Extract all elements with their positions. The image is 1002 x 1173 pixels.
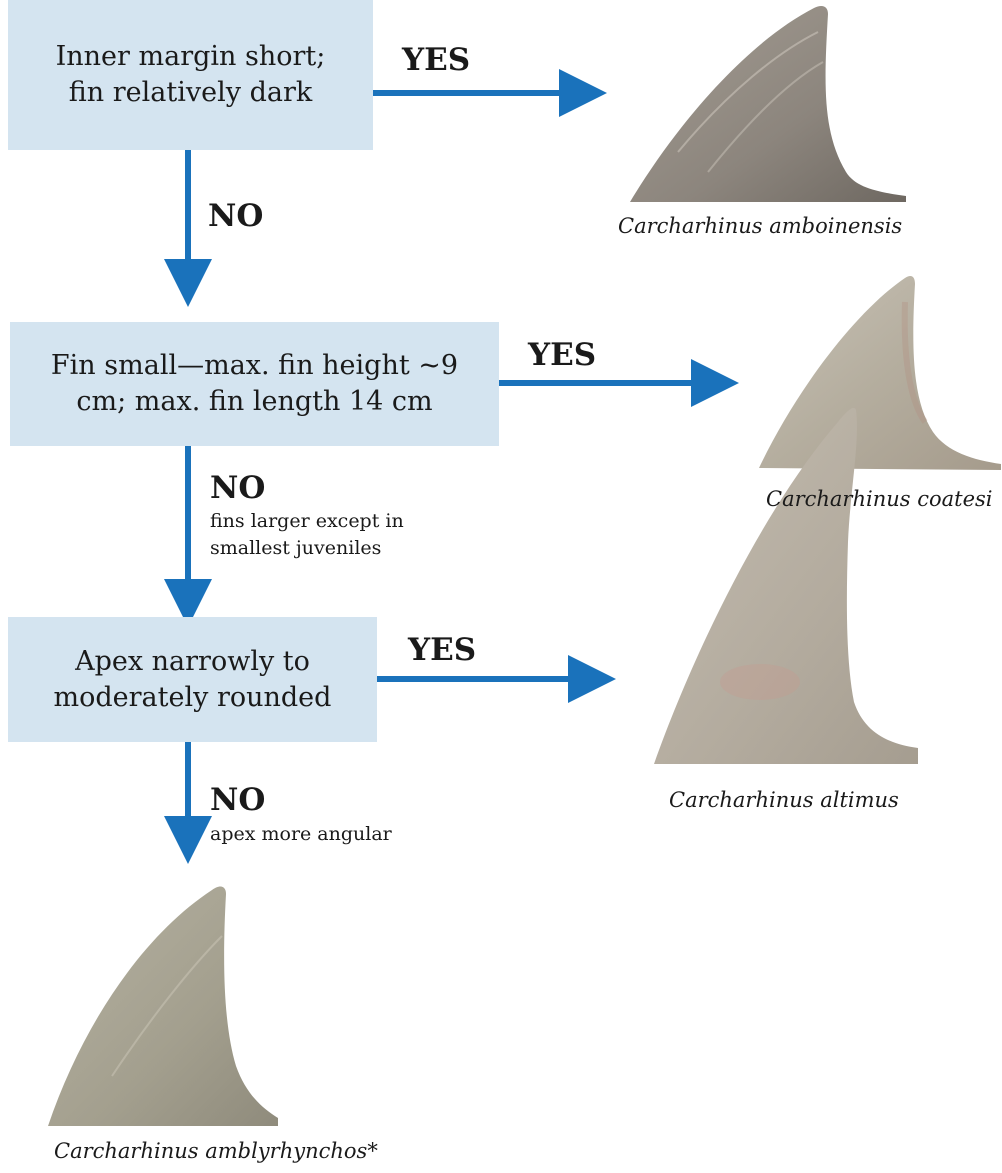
no-note-3: apex more angular — [210, 821, 430, 848]
question-box-1: Inner margin short; fin relatively dark — [8, 0, 373, 150]
yes-label-2: YES — [528, 337, 596, 373]
species-caption-altimus: Carcharhinus altimus — [669, 788, 899, 812]
fin-image-altimus — [650, 402, 920, 772]
no-label-1: NO — [208, 198, 263, 234]
no-label-2: NO — [210, 470, 265, 506]
species-caption-amblyrhynchos: Carcharhinus amblyrhynchos* — [54, 1139, 378, 1163]
no-note-2: fins larger except in smallest juveniles — [210, 508, 430, 562]
species-caption-amboinensis: Carcharhinus amboinensis — [618, 214, 902, 238]
species-caption-coatesi: Carcharhinus coatesi — [766, 487, 993, 511]
question-box-3: Apex narrowly to moderately rounded — [8, 617, 377, 742]
question-text-2: Fin small—max. fin height ~9 cm; max. fi… — [10, 348, 499, 420]
question-text-3: Apex narrowly to moderately rounded — [8, 644, 377, 716]
yes-label-1: YES — [402, 42, 470, 78]
yes-label-3: YES — [408, 632, 476, 668]
fin-image-amboinensis — [618, 2, 910, 206]
no-label-3: NO — [210, 782, 265, 818]
question-box-2: Fin small—max. fin height ~9 cm; max. fi… — [10, 322, 499, 446]
question-text-1: Inner margin short; fin relatively dark — [8, 39, 373, 111]
fin-image-amblyrhynchos — [42, 876, 282, 1132]
